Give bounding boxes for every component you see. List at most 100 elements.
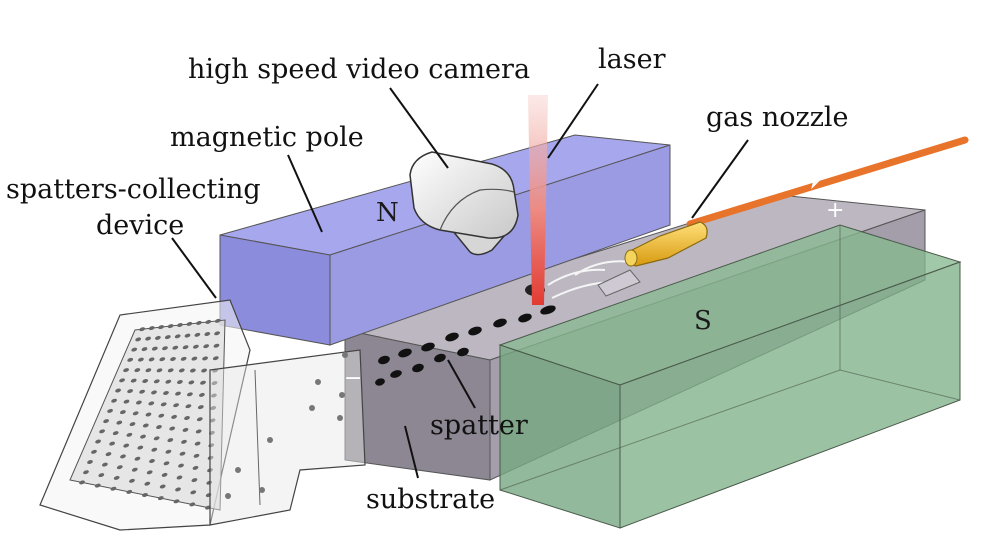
mesh-hole — [211, 381, 218, 386]
mesh-hole — [173, 403, 179, 408]
mesh-hole — [181, 439, 187, 444]
spatters-collecting-device — [39, 299, 366, 531]
laser-leader — [547, 83, 599, 159]
mesh-hole — [148, 326, 155, 331]
mesh-hole — [109, 441, 115, 446]
mesh-hole — [83, 470, 89, 475]
mesh-hole — [134, 368, 141, 373]
substrate-leader — [404, 425, 419, 479]
mesh-hole — [176, 475, 183, 480]
south-pole-block — [498, 224, 962, 529]
mesh-hole — [151, 390, 157, 395]
north-pole-marker: N — [376, 198, 399, 228]
gas-nozzle-leader — [691, 139, 749, 219]
mesh-hole — [156, 368, 163, 373]
mesh-hole — [129, 478, 135, 483]
mesh-hole — [131, 467, 138, 472]
mesh-hole — [139, 389, 145, 394]
mesh-hole — [186, 321, 193, 326]
mesh-hole — [130, 378, 137, 383]
mesh-hole — [142, 493, 148, 497]
mesh-hole — [163, 391, 169, 395]
mesh-hole — [170, 357, 176, 361]
mesh-hole — [212, 356, 219, 361]
mesh-hole — [167, 324, 174, 329]
mesh-hole — [194, 332, 201, 337]
camera-housing — [409, 151, 519, 239]
mesh-hole — [153, 379, 160, 384]
mesh-hole — [120, 410, 126, 415]
mesh-hole — [142, 379, 149, 383]
collector-label-line2: device — [96, 210, 185, 241]
mesh-hole — [119, 378, 125, 383]
camera-leader — [389, 87, 449, 169]
mesh-hole — [194, 441, 201, 446]
mesh-hole — [213, 343, 220, 348]
mesh-hole — [185, 404, 192, 409]
mesh-hole — [159, 484, 166, 489]
mesh-hole — [196, 320, 202, 325]
camera-housing-edge — [439, 188, 515, 231]
substrate-label: substrate — [366, 484, 496, 515]
mesh-hole — [193, 453, 200, 458]
mesh-hole — [112, 431, 119, 436]
mesh-hole — [187, 392, 193, 397]
mesh-hole — [116, 465, 123, 470]
mesh-hole — [144, 481, 151, 486]
laser-label: laser — [598, 44, 666, 75]
mesh-hole — [179, 451, 186, 456]
mesh-hole — [107, 408, 113, 413]
mesh-hole — [190, 490, 197, 495]
spatter-leader — [447, 359, 476, 409]
mesh-hole — [95, 439, 101, 444]
mesh-hole — [99, 429, 105, 434]
mesh-hole — [115, 388, 121, 393]
collector-label-line1: spatters-collecting — [6, 174, 261, 205]
negative-polarity-sign: − — [344, 366, 363, 391]
mesh-hole — [199, 392, 205, 397]
camera-label: high speed video camera — [188, 54, 531, 85]
camera-body — [409, 151, 519, 256]
mesh-hole — [111, 398, 117, 403]
magnetic-pole-leader — [287, 154, 323, 233]
mesh-hole — [155, 335, 161, 340]
mesh-hole — [160, 402, 167, 407]
mesh-hole — [180, 356, 187, 361]
mesh-hole — [205, 319, 212, 324]
mesh-hole — [120, 454, 126, 459]
mesh-hole — [98, 473, 105, 478]
mesh-hole — [151, 447, 158, 452]
gas-nozzle-body — [624, 221, 708, 267]
mesh-hole — [200, 380, 206, 385]
mesh-hole — [110, 486, 117, 491]
mesh-hole — [145, 368, 152, 373]
north-pole-side-face — [329, 144, 671, 346]
mesh-hole — [123, 399, 130, 404]
mesh-hole — [113, 475, 120, 480]
mesh-hole — [151, 346, 158, 351]
mesh-hole — [211, 393, 217, 398]
mesh-hole — [178, 368, 185, 373]
mesh-hole — [127, 389, 133, 394]
mesh-hole — [129, 422, 136, 427]
mesh-hole — [158, 325, 164, 330]
mesh-hole — [175, 391, 181, 396]
mesh-hole — [127, 357, 134, 362]
collector-mesh-holes — [79, 318, 221, 510]
mesh-hole — [204, 332, 211, 336]
mesh-hole — [136, 400, 142, 405]
mesh-hole — [148, 401, 155, 406]
mesh-hole — [171, 414, 177, 419]
mesh-hole — [177, 380, 183, 384]
mesh-hole — [87, 460, 93, 464]
mesh-hole — [102, 462, 108, 467]
wire-break-mark — [809, 170, 820, 190]
mesh-hole — [172, 345, 179, 350]
mesh-hole — [142, 423, 149, 428]
collector-rivets — [225, 352, 348, 499]
mesh-hole — [184, 416, 190, 420]
mesh-hole — [123, 443, 130, 448]
mesh-hole — [149, 459, 155, 463]
mesh-hole — [196, 417, 203, 422]
